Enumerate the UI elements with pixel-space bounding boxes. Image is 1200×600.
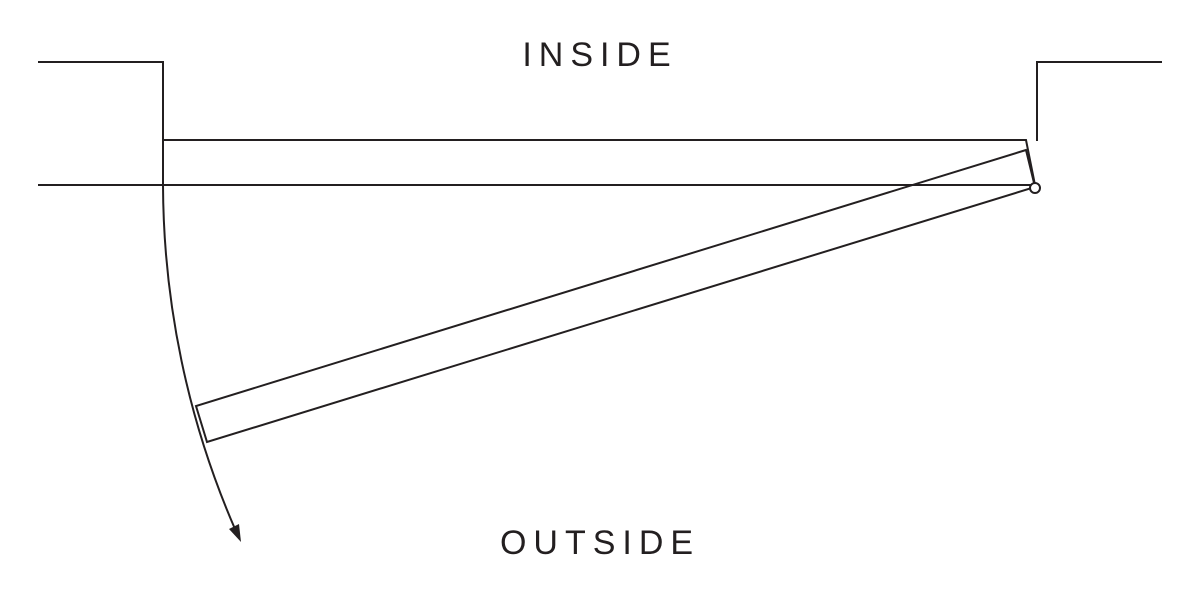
- closed-door: [162, 139, 1037, 186]
- line-work-group: [38, 61, 1162, 542]
- swing-arrowhead: [229, 524, 241, 542]
- inside-label: INSIDE: [522, 36, 678, 74]
- right-wall-jamb: [1036, 61, 1162, 141]
- open-door: [194, 148, 1037, 444]
- outside-label: OUTSIDE: [499, 524, 701, 562]
- hinge-pivot: [1029, 182, 1041, 194]
- left-wall-jamb: [38, 61, 164, 185]
- swing-arc: [162, 184, 236, 530]
